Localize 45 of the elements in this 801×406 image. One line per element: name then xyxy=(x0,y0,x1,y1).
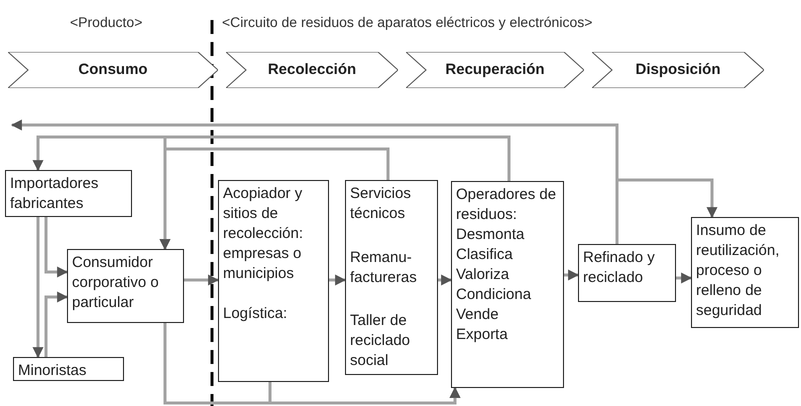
stage-band xyxy=(8,52,218,88)
box-text: Insumo de reutilización, proceso o relleno de seguridad xyxy=(696,221,780,321)
arrow xyxy=(438,274,452,286)
arrow xyxy=(184,274,220,286)
box-text: Taller de reciclado social xyxy=(350,311,412,371)
arrow xyxy=(44,217,68,278)
stage-band xyxy=(406,52,584,88)
process-box xyxy=(5,170,132,217)
arrow xyxy=(564,270,580,280)
box-text: Condiciona xyxy=(456,285,532,305)
stage-label: Recuperación xyxy=(445,60,545,80)
arrow xyxy=(32,217,44,358)
stage-label: Recolección xyxy=(268,60,356,80)
stage-label: Disposición xyxy=(635,60,720,80)
box-text: Remanu- factureras xyxy=(350,248,418,288)
arrow xyxy=(268,382,460,404)
stage-band xyxy=(226,52,398,88)
box-text: Consumidor corporativo o particular xyxy=(72,253,160,313)
process-box xyxy=(691,217,799,328)
process-box xyxy=(13,357,124,381)
stage-band xyxy=(592,52,764,88)
process-box xyxy=(345,180,438,375)
box-text: Desmonta xyxy=(456,225,526,245)
box-text: Operadores de residuos: xyxy=(456,185,558,225)
header-text: <Producto> xyxy=(70,14,142,30)
box-text: Valoriza xyxy=(456,265,510,285)
box-text: Clasifica xyxy=(456,245,514,265)
process-box xyxy=(67,249,184,323)
arrow xyxy=(329,274,346,286)
arrow xyxy=(44,292,68,357)
box-text: Importadores fabricantes xyxy=(10,174,100,214)
box-text: Acopiador y sitios de recolección: empresas o municipios xyxy=(223,184,304,284)
arrow xyxy=(676,272,692,284)
box-text: Refinado y reciclado xyxy=(583,248,656,288)
box-text: Servicios técnicos xyxy=(350,184,412,224)
process-box xyxy=(578,244,676,302)
process-box xyxy=(451,181,564,388)
arrow xyxy=(616,178,718,244)
header-text: <Circuito de residuos de aparatos eléctricos y electrónicos> xyxy=(222,14,592,30)
box-text: Vende xyxy=(456,305,500,325)
process-box xyxy=(218,180,329,382)
box-text: Logística: xyxy=(223,304,288,324)
stage-label: Consumo xyxy=(78,60,148,80)
box-text: Exporta xyxy=(456,325,509,345)
box-text: Minoristas xyxy=(18,361,88,381)
